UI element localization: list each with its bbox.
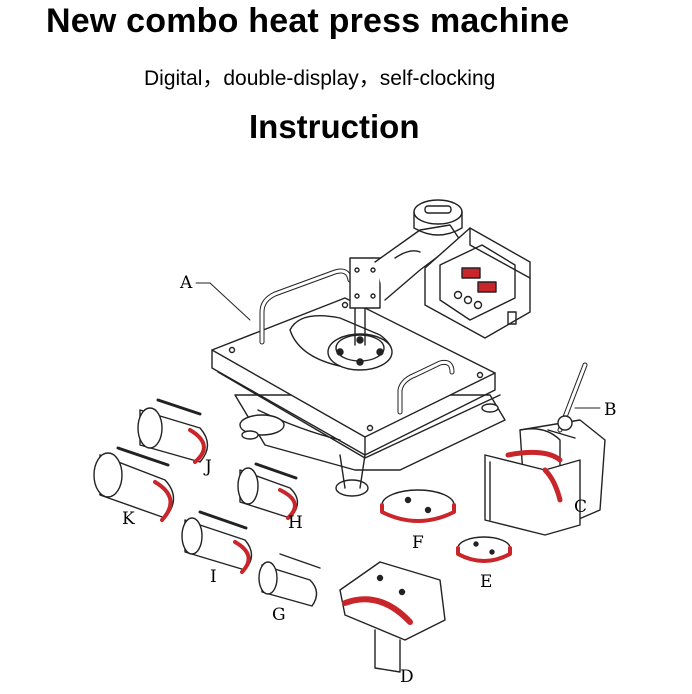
- mug-heat-element-I: [181, 510, 253, 574]
- label-F: F: [412, 533, 424, 553]
- cap-heat-element-D: [339, 561, 446, 673]
- label-B: B: [604, 400, 617, 420]
- label-G: G: [272, 605, 286, 625]
- document-title: New combo heat press machine: [46, 2, 570, 40]
- label-H: H: [288, 513, 303, 533]
- label-D: D: [400, 667, 414, 687]
- label-I: I: [210, 567, 217, 587]
- label-C: C: [574, 497, 587, 517]
- mug-press-attachment: [484, 362, 606, 536]
- instruction-heading: Instruction: [249, 108, 420, 145]
- mug-heat-element-K: [93, 446, 175, 522]
- document-subtitle: Digital，double-display，self-clocking: [144, 67, 496, 90]
- mug-heat-element-J: [137, 398, 209, 464]
- mug-heat-element-H: [237, 462, 299, 520]
- plate-heat-element-E: [456, 536, 512, 563]
- label-J: J: [203, 457, 212, 477]
- mug-heat-element-G: [258, 553, 321, 607]
- label-K: K: [122, 509, 135, 529]
- label-A: A: [179, 273, 193, 293]
- plate-heat-element-F: [380, 489, 456, 523]
- label-E: E: [480, 572, 492, 592]
- heat-press-main-unit: [211, 199, 531, 497]
